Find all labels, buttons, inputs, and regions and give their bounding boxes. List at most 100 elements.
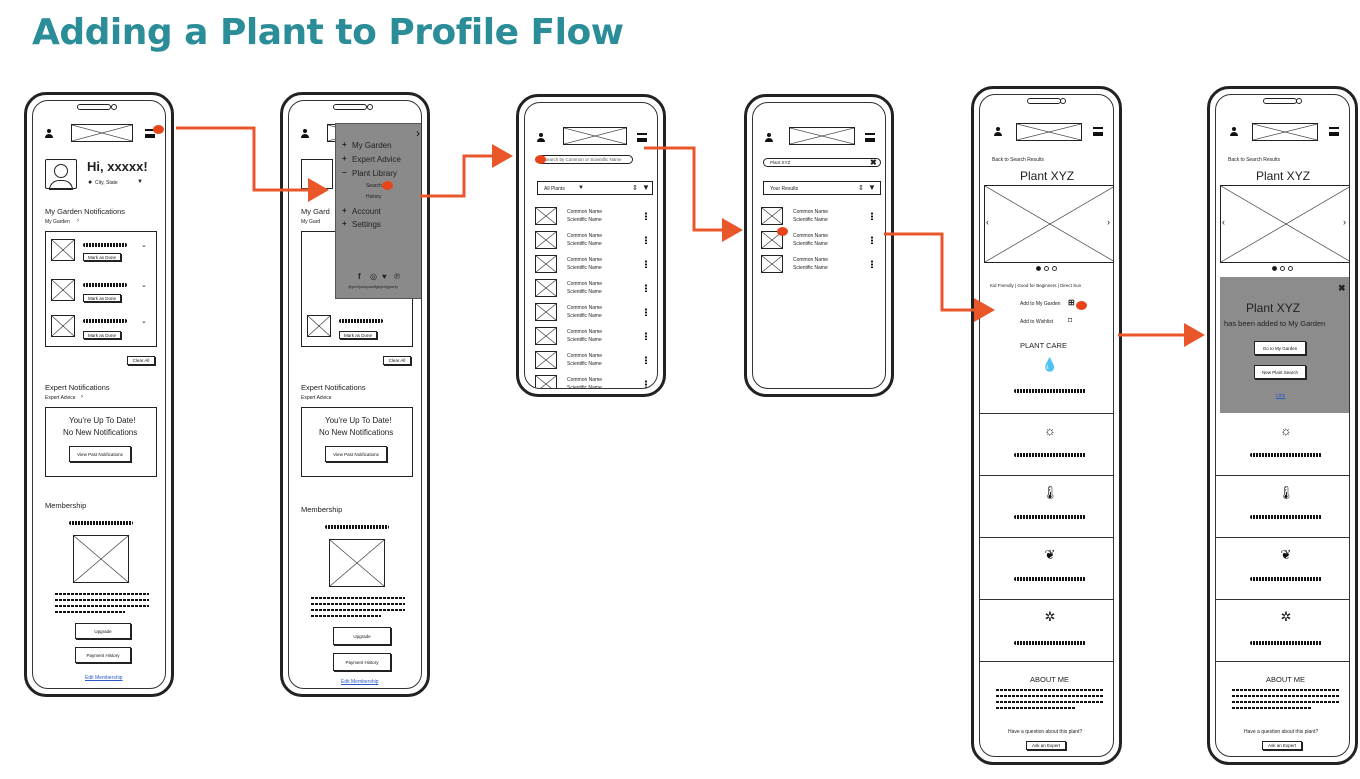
chevron-right-icon[interactable]: ›	[1107, 217, 1110, 227]
plant-image-carousel[interactable]	[1220, 185, 1349, 263]
go-to-my-garden-button[interactable]: Go to My Garden	[1254, 341, 1306, 355]
chevron-right-icon[interactable]: ›	[1343, 217, 1346, 227]
plant-image-carousel[interactable]	[984, 185, 1113, 263]
mark-done-button[interactable]: Mark as Done	[83, 253, 121, 261]
mark-done-button[interactable]: Mark as Done	[83, 294, 121, 302]
more-vertical-icon[interactable]	[871, 236, 873, 244]
search-input[interactable]: Search by Common or Scientific Name	[537, 155, 633, 164]
search-input[interactable]: Plant XYZ ✖	[763, 158, 881, 167]
sort-icon[interactable]: ⇕	[858, 185, 864, 192]
filter-icon[interactable]: ▼	[868, 183, 876, 192]
more-vertical-icon[interactable]	[645, 332, 647, 340]
clear-all-button[interactable]: Clear All	[127, 356, 155, 365]
mark-done-button[interactable]: Mark as Done	[339, 331, 377, 339]
hamburger-menu-icon[interactable]	[865, 133, 875, 142]
filter-icon[interactable]: ▼	[642, 183, 650, 192]
chevron-down-icon[interactable]: ⌄	[141, 242, 147, 249]
user-icon[interactable]	[45, 129, 53, 138]
more-vertical-icon[interactable]	[645, 308, 647, 316]
more-vertical-icon[interactable]	[645, 284, 647, 292]
chevron-down-icon[interactable]: ⌄	[141, 282, 147, 289]
pinterest-icon[interactable]: ℗	[394, 272, 400, 281]
ask-expert-button[interactable]: Ask an Expert	[1026, 741, 1066, 750]
filter-select[interactable]: Your Results ⇕ ▼	[763, 181, 881, 195]
user-icon[interactable]	[994, 127, 1002, 136]
menu-subitem-history[interactable]: History	[366, 194, 382, 200]
chevron-down-icon[interactable]: ⌄	[141, 318, 147, 325]
plus-icon[interactable]: ⊞	[1068, 298, 1075, 307]
chevron-right-icon[interactable]: ›	[416, 126, 420, 140]
more-vertical-icon[interactable]	[645, 260, 647, 268]
more-vertical-icon[interactable]	[645, 236, 647, 244]
hamburger-menu-icon[interactable]	[1093, 127, 1103, 136]
back-to-results-link[interactable]: Back to Search Results	[1228, 157, 1280, 163]
chevron-right-icon[interactable]: ›	[77, 218, 79, 224]
hamburger-menu-icon[interactable]	[1329, 127, 1339, 136]
sort-icon[interactable]: ⇕	[632, 185, 638, 192]
mark-done-button[interactable]: Mark as Done	[83, 331, 121, 339]
close-icon[interactable]: ✖	[1338, 283, 1346, 293]
view-past-notifications-button[interactable]: View Past Notifications	[69, 446, 131, 462]
facebook-icon[interactable]: f	[358, 272, 361, 281]
payment-history-button[interactable]: Payment History	[75, 647, 131, 663]
chevron-left-icon[interactable]: ‹	[986, 217, 989, 227]
user-icon[interactable]	[765, 133, 773, 142]
menu-item-plant-library[interactable]: Plant Library	[352, 169, 397, 178]
edit-membership-link[interactable]: Edit Membership	[85, 675, 123, 681]
menu-item-account[interactable]: Account	[352, 207, 381, 216]
chevron-right-icon[interactable]: ›	[81, 394, 83, 400]
add-to-garden-link[interactable]: Add to My Garden	[1020, 301, 1061, 307]
chevron-down-icon[interactable]: ▼	[137, 179, 143, 185]
user-icon[interactable]	[1230, 127, 1238, 136]
more-vertical-icon[interactable]	[871, 260, 873, 268]
user-icon[interactable]	[537, 133, 545, 142]
chevron-left-icon[interactable]: ‹	[1222, 217, 1225, 227]
camera-dot	[1296, 98, 1302, 104]
menu-item-my-garden[interactable]: My Garden	[352, 141, 392, 150]
more-vertical-icon[interactable]	[645, 380, 647, 388]
upgrade-button[interactable]: Upgrade	[75, 623, 131, 639]
filter-select[interactable]: All Plants ▼ ⇕ ▼	[537, 181, 653, 195]
view-past-notifications-button[interactable]: View Past Notifications	[325, 446, 387, 462]
my-garden-link[interactable]: My Gard	[301, 219, 321, 225]
carousel-pager[interactable]	[1272, 266, 1293, 271]
hamburger-menu-icon[interactable]	[145, 129, 155, 138]
edit-membership-link[interactable]: Edit Membership	[341, 679, 379, 685]
instagram-icon[interactable]: ◎	[370, 272, 377, 281]
new-plant-search-button[interactable]: New Plant Search	[1254, 365, 1306, 379]
add-to-wishlist-link[interactable]: Add to Wishlist	[1020, 319, 1054, 325]
logo-placeholder	[563, 127, 627, 145]
close-icon[interactable]: ✖	[870, 158, 877, 167]
more-vertical-icon[interactable]	[871, 212, 873, 220]
menu-item-settings[interactable]: Settings	[352, 220, 381, 229]
twitter-icon[interactable]: ♥	[382, 272, 387, 281]
menu-item-expert-advice[interactable]: Expert Advice	[352, 155, 401, 164]
expert-advice-link[interactable]: Expert Advice	[45, 395, 76, 401]
more-vertical-icon[interactable]	[645, 212, 647, 220]
clear-all-button[interactable]: Clear All	[383, 356, 411, 365]
menu-subitem-search[interactable]: Search	[366, 183, 382, 189]
upgrade-button[interactable]: Upgrade	[333, 627, 391, 645]
more-vertical-icon[interactable]	[645, 356, 647, 364]
my-garden-link[interactable]: My Garden	[45, 219, 70, 225]
back-to-results-link[interactable]: Back to Search Results	[992, 157, 1044, 163]
modal-link[interactable]: Link	[1276, 393, 1286, 399]
user-icon[interactable]	[301, 129, 309, 138]
carousel-pager[interactable]	[1036, 266, 1057, 271]
bookmark-icon[interactable]: ⌑	[1068, 316, 1073, 325]
hamburger-menu-icon[interactable]	[637, 133, 647, 142]
ask-expert-button[interactable]: Ask an Expert	[1262, 741, 1302, 750]
expert-advice-link[interactable]: Expert Advice	[301, 395, 332, 401]
payment-history-button[interactable]: Payment History	[333, 653, 391, 671]
